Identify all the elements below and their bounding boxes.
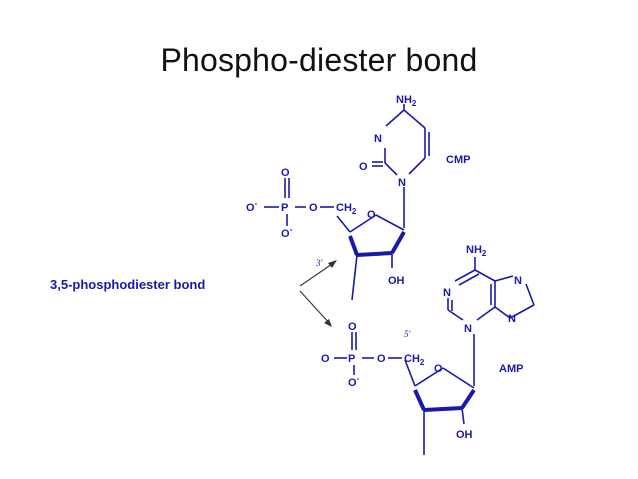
cmp-phosphate-p: P <box>281 202 288 214</box>
amp-ring-n7: N <box>514 275 522 287</box>
cmp-carbonyl-o: O <box>359 161 368 173</box>
cmp-amine: NH2 <box>396 94 417 108</box>
cmp-ribose <box>336 187 406 301</box>
amp-amine: NH2 <box>466 244 487 258</box>
amp-ribose <box>404 334 476 455</box>
amp-phosphate-o-left: O <box>321 353 330 365</box>
cmp-phosphate-o-left: O- <box>246 199 258 214</box>
amp-ring-o: O <box>434 363 443 375</box>
amp-ring-n1: N <box>443 287 451 299</box>
amp-phosphate <box>334 332 402 375</box>
cmp-phosphate <box>264 178 334 226</box>
cmp-ring-n1: N <box>374 133 382 145</box>
cmp-cytosine-ring <box>372 104 430 176</box>
cmp-ring-n3: N <box>398 177 406 189</box>
amp-ch2: CH2 <box>404 353 425 367</box>
cmp-label: CMP <box>446 154 470 166</box>
cmp-ring-o: O <box>367 209 376 221</box>
cmp-phosphate-o-top: O <box>281 167 290 179</box>
amp-ring-n9: N <box>508 313 516 325</box>
amp-phosphate-o-bottom: O- <box>348 374 360 389</box>
amp-ester-o: O <box>377 353 386 365</box>
bond-label: 3,5-phosphodiester bond <box>50 277 205 292</box>
amp-label: AMP <box>499 363 523 375</box>
cmp-hydroxyl: OH <box>388 275 405 287</box>
cmp-phosphate-o-bottom: O- <box>281 225 293 240</box>
amp-adenine-ring <box>447 257 535 321</box>
arrow-to-top-linkage <box>299 260 337 287</box>
slide-title: Phospho-diester bond <box>160 42 478 78</box>
arrow-to-bottom-linkage <box>299 290 332 327</box>
cmp-ch2: CH2 <box>336 202 357 216</box>
cmp-ester-o: O <box>309 202 318 214</box>
amp-ring-n3: N <box>464 323 472 335</box>
amp-prime-label: 5' <box>404 329 412 339</box>
cmp-prime-label: 3' <box>315 258 324 268</box>
amp-hydroxyl: OH <box>456 429 473 441</box>
amp-phosphate-o-top: O <box>348 321 357 333</box>
amp-phosphate-p: P <box>348 353 355 365</box>
